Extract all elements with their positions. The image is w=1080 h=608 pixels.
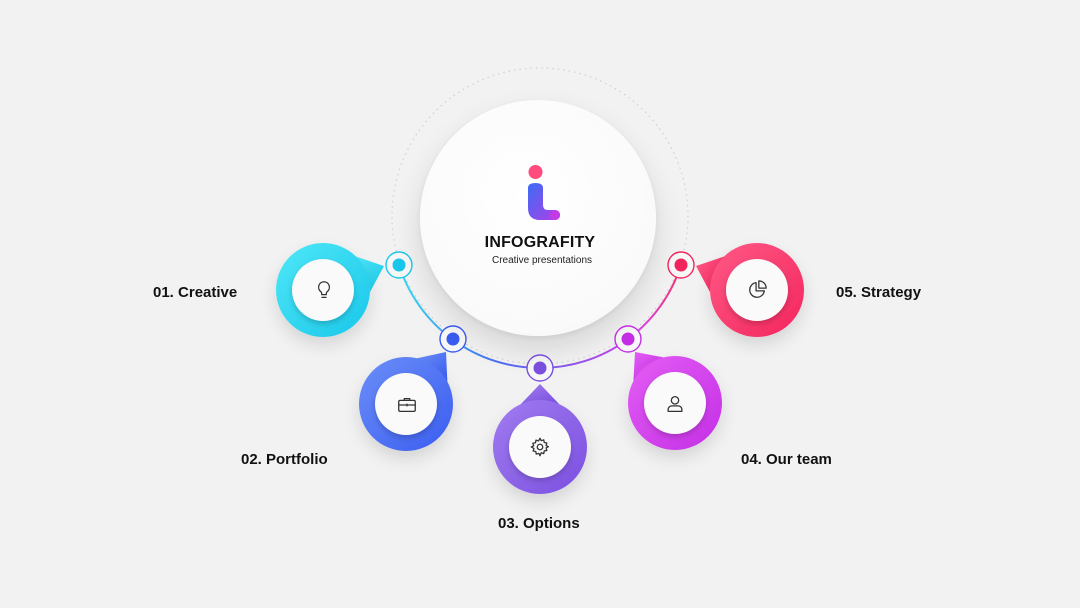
user-icon xyxy=(667,396,683,412)
step-node-inner-disc xyxy=(726,259,788,321)
step-label-strategy: 05. Strategy xyxy=(836,284,922,301)
step-node-inner-disc xyxy=(292,259,354,321)
brand-subtitle: Creative presentations xyxy=(491,255,593,266)
arc-connector-dot xyxy=(446,332,460,346)
arc-connector-dot xyxy=(674,258,688,272)
gear-icon xyxy=(530,437,550,457)
step-node-options xyxy=(493,354,587,494)
arc-connector-dot xyxy=(533,361,547,375)
step-node-strategy xyxy=(667,243,804,337)
step-label-options: 03. Options xyxy=(498,515,580,532)
infografity-logo-icon xyxy=(528,165,560,220)
step-node-pointer xyxy=(520,384,560,405)
step-node-portfolio xyxy=(359,325,467,451)
arc-connector-dot xyxy=(621,332,635,346)
step-node-inner-disc xyxy=(375,373,437,435)
brand-title: INFOGRAFITY xyxy=(484,234,596,251)
step-node-inner-disc xyxy=(644,372,706,434)
pie-chart-icon xyxy=(749,280,767,298)
step-node-our-team xyxy=(614,325,722,450)
briefcase-icon xyxy=(398,397,416,413)
step-node-inner-disc xyxy=(509,416,571,478)
lightbulb-icon xyxy=(318,281,330,298)
step-node-creative xyxy=(276,243,413,337)
step-label-creative: 01. Creative xyxy=(153,284,238,301)
step-label-portfolio: 02. Portfolio xyxy=(241,451,328,468)
arc-connector-dot xyxy=(392,258,406,272)
step-label-our-team: 04. Our team xyxy=(741,451,832,468)
